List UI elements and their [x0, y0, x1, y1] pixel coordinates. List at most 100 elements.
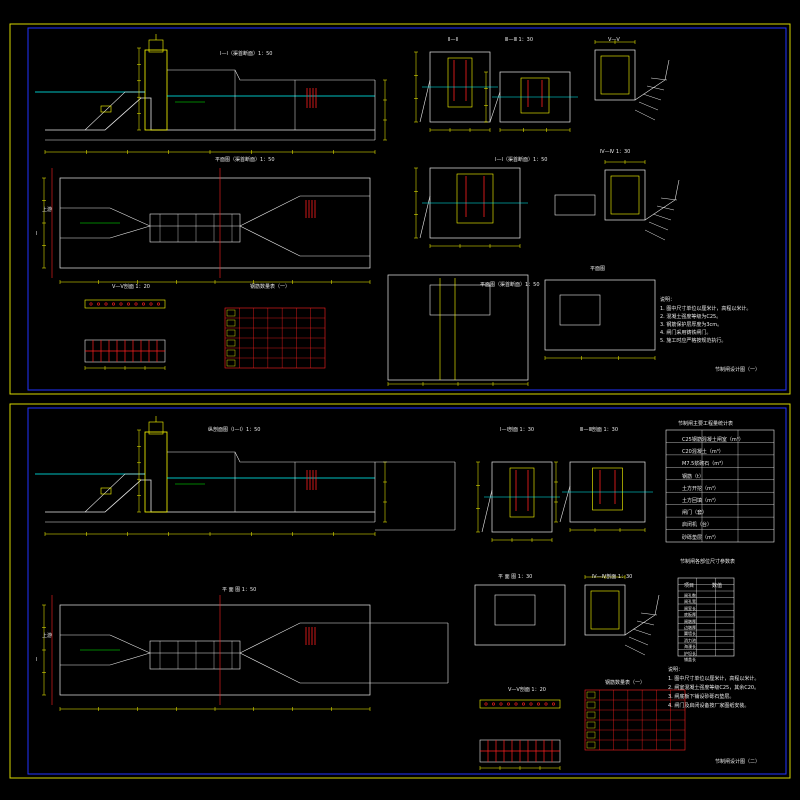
sheet2-note: 1. 图中尺寸单位以厘米计，高程以米计。 — [668, 676, 760, 682]
cross-section-slope — [481, 489, 493, 533]
wing-hatch — [644, 229, 666, 241]
rebar-dot — [499, 702, 503, 706]
sheet1-geometry — [35, 34, 680, 386]
sheet1-footer-label: 节制闸设计图（一） — [715, 367, 761, 373]
wing-hatch — [642, 93, 662, 101]
sheet1-plan-right-title: 平面图（渠首断面）1：50 — [480, 282, 540, 288]
sheet1-notes-title: 说明： — [660, 297, 676, 303]
sheet1-note: 1. 图中尺寸单位以厘米计，高程以米计。 — [660, 306, 752, 312]
plan-right-chamber — [429, 284, 491, 316]
sheet1-section-right-title: Ⅴ—Ⅴ — [608, 37, 620, 43]
wing-detail-gate — [590, 590, 620, 630]
plan-flow-line-out — [239, 225, 370, 257]
rebar-dot — [529, 702, 533, 706]
wing-detail-gate — [600, 55, 630, 95]
sheet1-inner-frame — [27, 27, 787, 391]
plan-flow-line-top — [60, 622, 370, 654]
wing-hatch — [648, 221, 669, 231]
long-section-bed — [45, 479, 375, 513]
sheet2-plan-title: 平 面 图 1：50 — [222, 587, 257, 593]
table-cell-mark — [226, 359, 236, 367]
table2-row-label: 边墩厚 — [684, 625, 696, 630]
sheet1-outer-frame — [9, 23, 791, 395]
beam-section — [479, 699, 561, 709]
sheet1-note: 3. 钢筋保护层厚度为3cm。 — [660, 322, 723, 328]
sheet1-note: 4. 闸门采用铸铁闸门。 — [660, 330, 712, 336]
plan-flow-line-bottom — [60, 652, 151, 666]
sheet2-table2-col-b: 数值 — [712, 583, 723, 589]
sheet1-notes: 说明： 1. 图中尺寸单位以厘米计，高程以米计。 2. 混凝土强度等级为C25。… — [660, 298, 751, 344]
link-channel — [554, 194, 596, 216]
table2-row-label: 底板厚 — [684, 612, 696, 618]
sheet2-notes-title: 说明： — [668, 667, 684, 673]
table-cell-mark — [226, 309, 236, 317]
downstream-wall-top — [167, 451, 375, 463]
sheet2-table-small-title: 钢筋数量表（一） — [605, 680, 646, 686]
long-section-bed — [45, 97, 375, 131]
sheet2-notes: 说明： 1. 图中尺寸单位以厘米计，高程以米计。 2. 闸室混凝土强度等级C25… — [668, 668, 759, 709]
gate-tower — [144, 49, 168, 131]
rebar-dot — [119, 302, 123, 306]
table-cell-mark — [586, 721, 596, 729]
table1-row-label: M7.5浆砌石（m³） — [682, 461, 727, 468]
plan-small-outline — [474, 584, 566, 646]
table1-row-label: 启闭机（台） — [682, 522, 713, 529]
wing-hatch — [646, 85, 665, 91]
wing-curve — [634, 59, 670, 101]
rebar-dot — [514, 702, 518, 706]
table1-row-label: C20混凝土（m³） — [682, 449, 724, 456]
rebar-dot — [134, 302, 138, 306]
wing-detail-outline — [604, 169, 646, 221]
cross-section-slope — [559, 485, 571, 523]
plan-sluice-chamber — [149, 213, 241, 243]
sheet2-upstream-label: 上游 — [42, 633, 53, 639]
sheet1-plan-title: 平面图（渠首断面）1：50 — [215, 157, 275, 163]
sheet1-note: 5. 施工时应严格按规范执行。 — [660, 338, 727, 344]
sheet2-main-section-title: 纵剖面图（Ⅰ—Ⅰ）1：50 — [208, 427, 261, 433]
sheet2-geometry — [35, 416, 775, 770]
wing-hatch — [628, 636, 649, 646]
wing-hatch — [650, 77, 668, 81]
rebar-dot — [149, 302, 153, 306]
wing-hatch — [638, 101, 659, 111]
cross-section-gate — [520, 77, 550, 114]
cross-section-slope — [419, 79, 431, 123]
wing-hatch — [656, 205, 675, 211]
plan-flow-line-out — [239, 652, 370, 684]
rebar-dot — [127, 302, 131, 306]
sheet2-table2-title: 节制闸各部位尺寸参数表 — [680, 559, 736, 565]
downstream-wall-top — [167, 69, 375, 81]
wing-hatch — [632, 628, 652, 636]
wing-detail-outline — [594, 49, 636, 101]
rebar-dot — [157, 302, 161, 306]
rebar-dot — [97, 302, 101, 306]
table-cell-mark — [226, 339, 236, 347]
table2-row-label: 消力池 — [684, 637, 696, 643]
sheet2-plan-small-title: 平 面 图 1：30 — [498, 574, 533, 580]
sheet1-plan-small-title: 平面图 — [590, 266, 606, 272]
plan-outline — [59, 177, 371, 269]
rebar-dot — [112, 302, 116, 306]
rebar-dot — [484, 702, 488, 706]
table1-row-label: 土方回填（m³） — [682, 498, 719, 504]
plan-sluice-chamber — [149, 640, 241, 670]
table-cell-mark — [586, 741, 596, 749]
sheet1-section-3-title: Ⅲ—Ⅲ 1：30 — [505, 37, 534, 43]
table-cell-mark — [226, 319, 236, 327]
wing-slope — [84, 473, 145, 513]
table-cell-mark — [586, 731, 596, 739]
cross-section-gate — [447, 57, 473, 108]
wing-detail-gate — [610, 175, 640, 215]
wing-curve — [644, 179, 680, 221]
wing-hatch — [660, 197, 678, 201]
cross-section-gate — [592, 467, 623, 511]
cross-section-gate — [509, 467, 535, 518]
sheet2-table2-col-a: 项目 — [684, 583, 695, 589]
sheet2-inner-frame — [27, 407, 787, 775]
table-cell-mark — [586, 701, 596, 709]
cross-section-slope — [419, 195, 431, 239]
quantity-table — [665, 429, 775, 543]
sheet1-mid-section-title: Ⅰ—Ⅰ（渠首断面）1：50 — [495, 157, 548, 163]
table1-row-label: 闸门（套） — [682, 510, 708, 517]
cross-section-gate — [456, 173, 494, 224]
